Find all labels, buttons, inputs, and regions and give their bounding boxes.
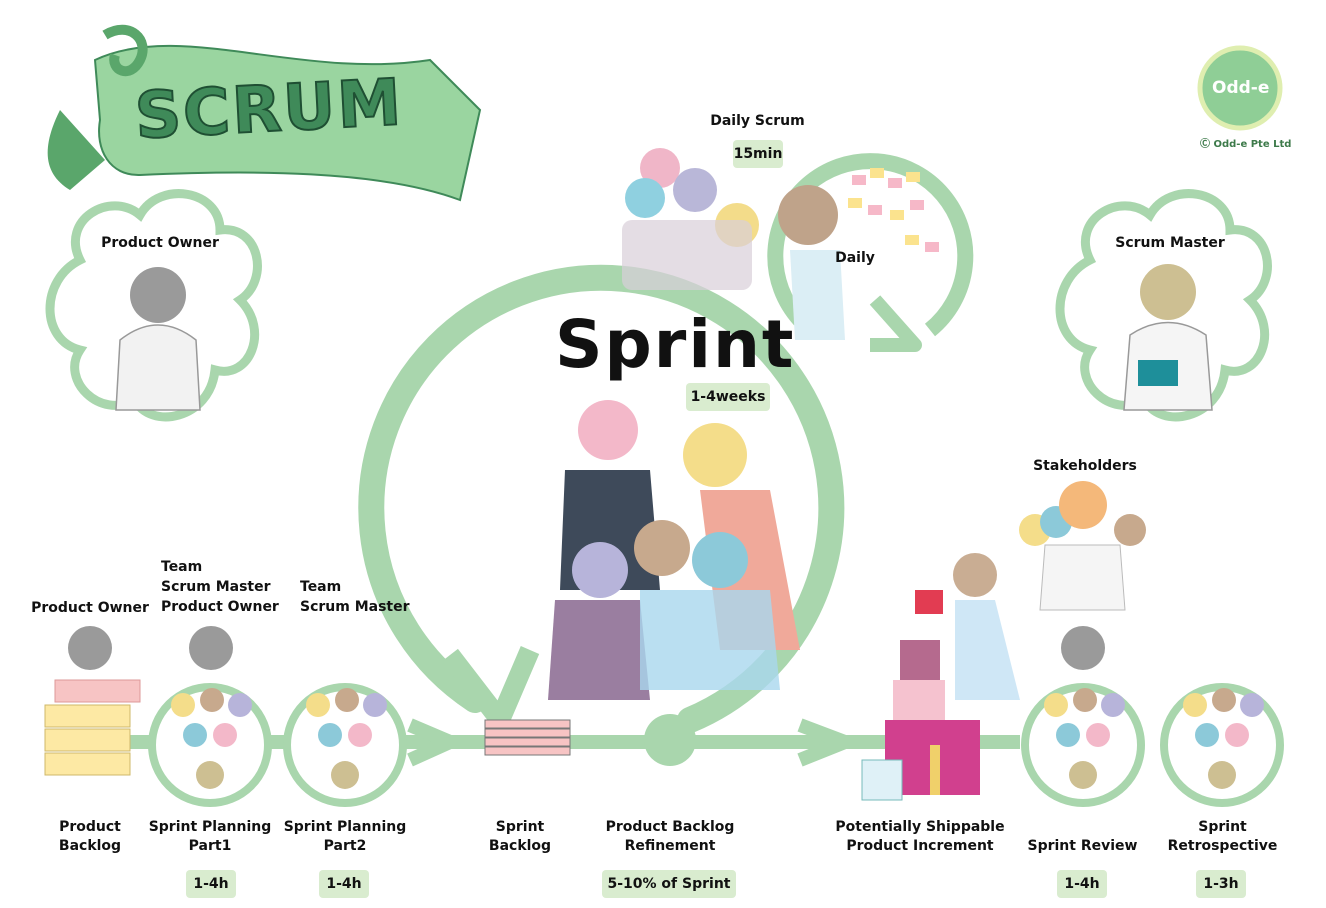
planning1-attendee-po: Product Owner [161,599,279,615]
backlog-owner-avatar [68,626,112,670]
role-stakeholders: Stakeholders [1033,458,1137,474]
planning1-label-1: Sprint Planning [148,819,272,835]
scrum-banner [47,24,482,202]
gift-icon [915,590,943,614]
sprint-duration-badge: 1-4weeks [686,383,770,411]
copyright-text: Odd-e Pte Ltd [1213,139,1292,150]
daily-presenter-avatar [778,185,838,245]
daily-team-figures [622,148,845,340]
retro-label-1: Sprint [1198,819,1247,835]
review-label: Sprint Review [1027,838,1138,854]
increment-label-2: Product Increment [846,838,994,854]
copyright-icon: Ⓒ [1200,139,1214,150]
increment-presenter-avatar [953,553,997,597]
scrum-master-avatar [1140,264,1196,320]
refinement-duration-badge: 5-10% of Sprint [602,870,736,898]
planning2-attendee-team: Team [300,579,342,595]
sprint-backlog-label-2: Backlog [488,838,552,854]
planning1-attendee-sm: Scrum Master [161,579,271,595]
flow-arrow-1 [407,718,457,767]
product-backlog-label-2: Backlog [58,838,122,854]
review-group [1021,626,1145,807]
planning1-duration-badge: 1-4h [186,870,236,898]
planning1-label-2: Part1 [188,838,232,854]
planning1-group [148,626,272,807]
sprint-backlog-label-1: Sprint [495,819,545,835]
scrum-book-icon [1138,360,1178,386]
sprint-team-figures [548,400,800,700]
retro-label-2: Retrospective [1167,838,1278,854]
refinement-label-1: Product Backlog [605,819,735,835]
product-owner-avatar [130,267,186,323]
planning2-label-1: Sprint Planning [283,819,407,835]
scrum-title: SCRUM [132,65,406,155]
scrum-master-cloud [1055,189,1272,422]
sprint-backlog-stack [484,719,571,756]
backlog-attendee: Product Owner [31,600,149,616]
planning2-label-2: Part2 [323,838,367,854]
refinement-node [644,714,696,766]
stakeholder-figures [1019,481,1146,611]
increment-label-1: Potentially Shippable [835,819,1005,835]
daily-scrum-title: Daily Scrum [710,113,805,129]
review-duration-badge: 1-4h [1057,870,1107,898]
copyright-line: Ⓒ Odd-e Pte Ltd [1200,135,1291,150]
sprint-title: Sprint [555,306,796,383]
daily-duration-badge: 15min [733,140,783,168]
planning1-attendee-team: Team [161,559,203,575]
daily-arrowhead [869,295,922,352]
flow-arrow-2 [797,718,852,767]
retro-duration-badge: 1-3h [1196,870,1246,898]
daily-cycle-arrow [767,153,974,337]
role-product-owner: Product Owner [101,235,219,251]
retrospective-group [1160,683,1284,807]
product-backlog-stack [44,626,141,776]
sprint-arrowhead [442,646,540,730]
increment-gifts [861,553,1020,801]
product-backlog-label-1: Product [59,819,121,835]
sticky-notes-board [848,168,939,252]
product-owner-cloud [45,189,262,422]
refinement-label-2: Refinement [624,838,716,854]
odd-e-logo-text: Odd-e [1212,78,1270,98]
planning2-attendee-sm: Scrum Master [300,599,410,615]
planning2-duration-badge: 1-4h [319,870,369,898]
role-scrum-master: Scrum Master [1115,235,1225,251]
daily-board-label: Daily [835,250,875,266]
odd-e-logo [1197,45,1283,131]
planning2-group [283,683,407,807]
